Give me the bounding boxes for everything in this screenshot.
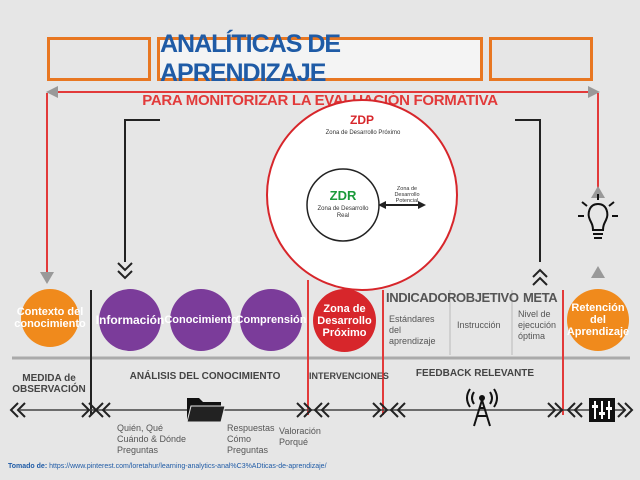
zdr-text: Zona de Desarrollo Real <box>317 206 369 219</box>
circle-retencion: Retención del Aprendizaje <box>567 289 629 351</box>
equalizer-icon <box>589 398 615 422</box>
section-intervenciones: INTERVENCIONES <box>309 371 389 381</box>
section-feedback: FEEDBACK RELEVANTE <box>415 368 535 379</box>
circle-comprension: Comprensión <box>236 289 306 351</box>
header-right-box <box>489 37 593 81</box>
circle-zona-desarrollo: Zona de Desarrollo Próximo <box>313 289 376 352</box>
section-analisis: ANÁLISIS DEL CONOCIMIENTO <box>129 371 281 382</box>
arrow-icon <box>588 86 600 98</box>
indicador-text: Estándares del aprendizaje <box>389 314 436 346</box>
arrow-icon <box>591 266 605 278</box>
meta-text: Nivel de ejecución óptima <box>518 309 557 341</box>
header-left-box <box>47 37 151 81</box>
lightbulb-icon <box>578 194 618 239</box>
zdp-label: ZDP <box>350 113 374 127</box>
section-medida: MEDIDA de OBSERVACIÓN <box>12 373 86 395</box>
arrow-icon <box>46 86 58 98</box>
page-subtitle: PARA MONITORIZAR LA EVALUACIÓN FORMATIVA <box>142 92 498 109</box>
folder-icon <box>186 398 226 423</box>
circle-informacion: Información <box>96 289 164 351</box>
objetivo-text: Instrucción <box>457 320 501 330</box>
questions-how: Respuestas Cómo Preguntas <box>227 423 275 455</box>
questions-why: Valoración Porqué <box>279 426 321 447</box>
circle-contexto: Contexto del conocimiento <box>14 289 86 347</box>
questions-who-what: Quién, Qué Cuándo & Dónde Preguntas <box>117 423 187 455</box>
indicador-title: INDICADOR <box>386 290 457 305</box>
meta-title: META <box>523 290 558 305</box>
footer-label: Tomado de: <box>8 463 48 470</box>
potential-text: Zona de Desarrollo Potencial <box>394 186 420 204</box>
footer-url[interactable]: https://www.pinterest.com/loretahur/lear… <box>49 463 327 470</box>
circle-conocimiento: Conocimiento <box>164 289 238 351</box>
antenna-icon <box>466 388 498 427</box>
chevron-double-icon <box>532 268 548 278</box>
objetivo-title: OBJETIVO <box>456 290 519 305</box>
zdp-text: Zona de Desarrollo Próximo <box>325 130 401 136</box>
arrow-icon <box>40 272 54 284</box>
zdr-label: ZDR <box>329 188 357 203</box>
chevron-double-icon <box>117 262 133 272</box>
footer-source: Tomado de: https://www.pinterest.com/lor… <box>8 463 327 470</box>
arrow-icon <box>591 186 605 198</box>
